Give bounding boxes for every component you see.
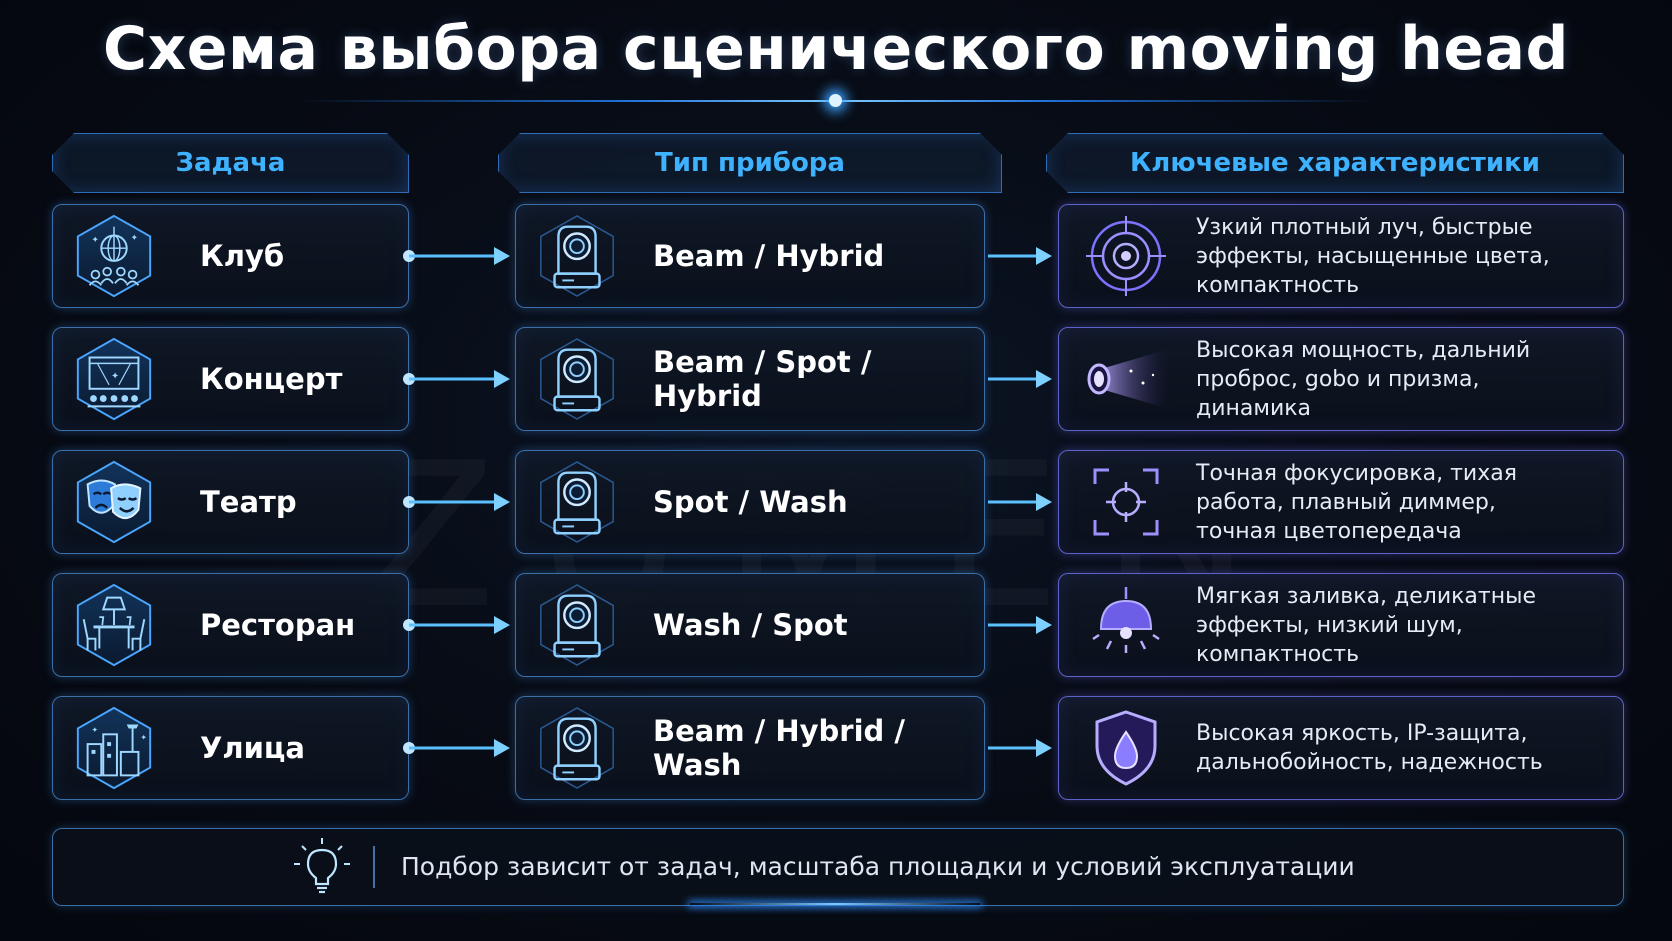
task-label: Ресторан: [200, 608, 356, 642]
moving-head-icon: [539, 583, 615, 667]
task-card-concert: ✦ Концерт: [52, 327, 409, 431]
arrow-task-to-type: [403, 739, 510, 757]
svg-text:✦: ✦: [92, 235, 99, 245]
task-label: Улица: [200, 731, 305, 765]
type-card: Beam / Hybrid: [515, 204, 985, 308]
moving-head-icon: [539, 706, 615, 790]
type-label: Spot / Wash: [653, 485, 848, 519]
svg-text:✦: ✦: [131, 233, 138, 243]
theater-masks-icon: [76, 460, 152, 544]
features-card: Высокая яркость, IP-защита, дальнобойнос…: [1058, 696, 1624, 800]
features-text: Узкий плотный луч, быстрые эффекты, насы…: [1196, 214, 1550, 298]
restaurant-table-icon: [76, 583, 152, 667]
beam-projector-icon: [1087, 349, 1169, 409]
type-label: Wash / Spot: [653, 608, 848, 642]
type-label: Beam / Hybrid: [653, 239, 885, 273]
features-card: Высокая мощность, дальний проброс, gobo …: [1058, 327, 1624, 431]
arrow-task-to-type: [403, 247, 510, 265]
moving-head-icon: [539, 460, 615, 544]
footer-glow: [690, 903, 980, 905]
footer-note: [52, 828, 1624, 906]
features-card: Мягкая заливка, деликатные эффекты, низк…: [1058, 573, 1624, 677]
svg-text:✦: ✦: [111, 371, 119, 382]
header-type: Тип прибора: [498, 133, 1002, 193]
moving-head-icon: [539, 214, 615, 298]
features-card: Узкий плотный луч, быстрые эффекты, насы…: [1058, 204, 1624, 308]
moving-head-icon: [539, 337, 615, 421]
task-card-street: ✦ ✦ Улица: [52, 696, 409, 800]
type-card: Beam / Spot / Hybrid: [515, 327, 985, 431]
type-card: Beam / Hybrid / Wash: [515, 696, 985, 800]
arrow-type-to-features: [988, 739, 1052, 757]
target-icon: [1086, 216, 1166, 296]
task-card-club: ✦ ✦ Клуб: [52, 204, 409, 308]
arrow-task-to-type: [403, 493, 510, 511]
lightbulb-icon: [294, 838, 350, 894]
svg-text:✦: ✦: [92, 725, 99, 734]
type-card: Wash / Spot: [515, 573, 985, 677]
svg-text:✦: ✦: [140, 733, 147, 742]
features-text: Высокая мощность, дальний проброс, gobo …: [1196, 337, 1531, 421]
footer-separator: [373, 846, 375, 888]
arrow-type-to-features: [988, 616, 1052, 634]
task-label: Концерт: [200, 362, 343, 396]
features-text: Точная фокусировка, тихая работа, плавны…: [1196, 460, 1517, 544]
type-label: Beam / Spot / Hybrid: [653, 345, 872, 413]
type-label: Beam / Hybrid / Wash: [653, 714, 905, 782]
type-card: Spot / Wash: [515, 450, 985, 554]
arrow-type-to-features: [988, 247, 1052, 265]
features-text: Высокая яркость, IP-защита, дальнобойнос…: [1196, 721, 1543, 775]
task-card-restaurant: Ресторан: [52, 573, 409, 677]
arrow-type-to-features: [988, 493, 1052, 511]
city-street-icon: ✦ ✦: [76, 706, 152, 790]
arrow-task-to-type: [403, 616, 510, 634]
header-task: Задача: [52, 133, 409, 193]
shield-drop-icon: [1095, 710, 1157, 786]
header-features: Ключевые характеристики: [1046, 133, 1624, 193]
concert-stage-icon: ✦: [76, 337, 152, 421]
task-label: Театр: [200, 485, 297, 519]
title-divider-dot: [829, 94, 842, 107]
arrow-task-to-type: [403, 370, 510, 388]
features-text: Мягкая заливка, деликатные эффекты, низк…: [1196, 583, 1537, 667]
arrow-type-to-features: [988, 370, 1052, 388]
ceiling-lamp-icon: [1092, 587, 1160, 653]
disco-ball-crowd-icon: ✦ ✦: [76, 214, 152, 298]
footer-text: Подбор зависит от задач, масштаба площад…: [401, 851, 1355, 881]
page-title: Схема выбора сценического moving head: [103, 14, 1569, 84]
task-card-theater: Театр: [52, 450, 409, 554]
focus-frame-icon: [1093, 468, 1159, 536]
task-label: Клуб: [200, 239, 285, 273]
features-card: Точная фокусировка, тихая работа, плавны…: [1058, 450, 1624, 554]
